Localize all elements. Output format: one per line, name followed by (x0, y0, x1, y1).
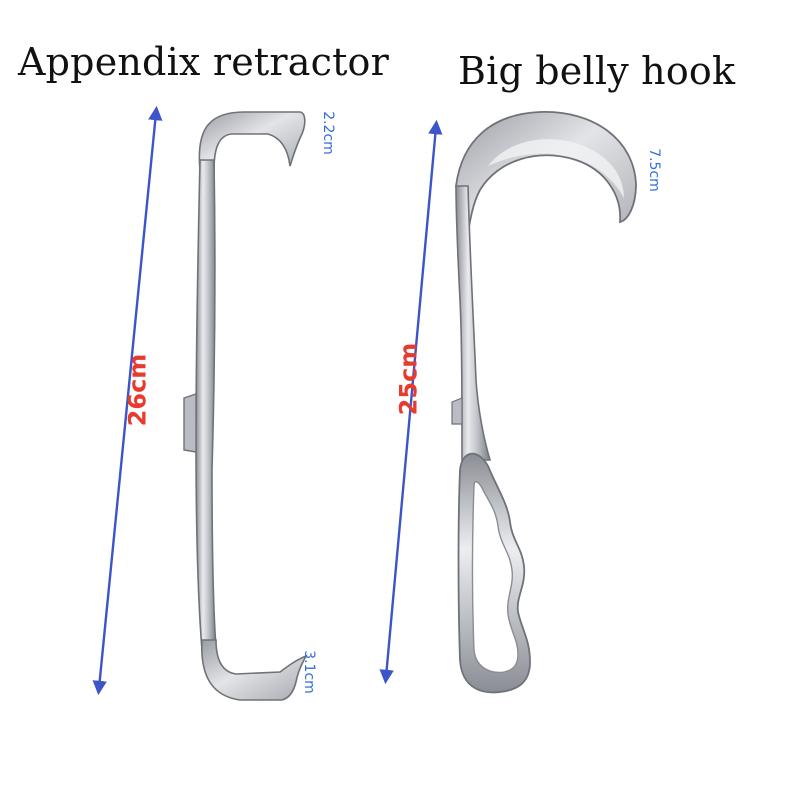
width-label-left-bottom: 3.1cm (300, 650, 317, 694)
length-label-left: 26cm (123, 353, 152, 427)
title-big-belly-hook: Big belly hook (458, 49, 736, 93)
title-appendix-retractor: Appendix retractor (18, 40, 389, 84)
length-arrow-right (379, 119, 443, 685)
length-arrow-left (92, 105, 163, 696)
length-label-right: 25cm (394, 342, 423, 416)
width-label-right-blade: 7.5cm (645, 148, 662, 192)
big-belly-hook (451, 111, 637, 694)
appendix-retractor (183, 111, 308, 701)
width-label-left-top: 2.2cm (319, 111, 336, 155)
